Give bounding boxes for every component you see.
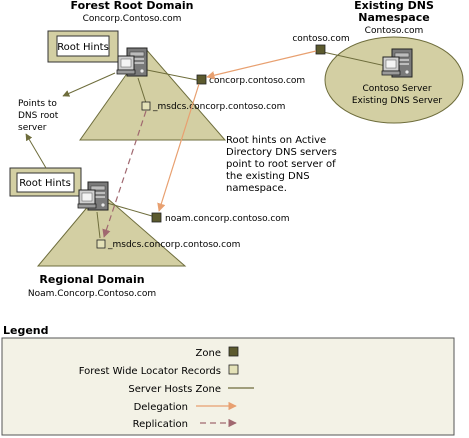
forest-root-hints-label: Root Hints [57, 42, 109, 53]
legend-replication-label: Replication [133, 419, 188, 430]
points-to-line2: DNS root [18, 111, 59, 121]
regional-points-to-arrow [25, 133, 47, 169]
legend-title: Legend [3, 324, 49, 337]
legend-zone-symbol [228, 346, 239, 357]
regional-dns-server-icon [77, 181, 109, 211]
legend-server-hosts-label: Server Hosts Zone [128, 384, 221, 395]
legend-zone-label: Zone [196, 348, 221, 359]
regional-msdcs-square [96, 239, 106, 249]
forest-server-to-zone-line [146, 69, 198, 81]
existing-dns-title-line1: Existing DNS [354, 0, 434, 12]
delegation-contoso-to-concorp [206, 50, 317, 80]
regional-server-to-msdcs-line [96, 211, 101, 239]
forest-root-title: Forest Root Domain [71, 0, 194, 12]
note-line3: point to root server of [226, 159, 336, 170]
note-line2: Directory DNS servers [226, 147, 337, 158]
legend-delegation-label: Delegation [134, 402, 188, 413]
note-line4: the existing DNS [226, 171, 310, 182]
points-to-line3: server [18, 123, 47, 133]
legend-box [1, 337, 455, 436]
forest-zone-square [196, 74, 207, 85]
forest-dns-server-icon [116, 47, 148, 77]
regional-title: Regional Domain [39, 273, 144, 286]
forest-points-to-arrow [62, 72, 116, 97]
forest-root-hints-box: Root Hints [47, 30, 119, 63]
regional-root-hints-label: Root Hints [19, 178, 71, 189]
existing-dns-ellipse [324, 36, 464, 124]
points-to-line1: Points to [18, 99, 57, 109]
contoso-server-to-zone-line [322, 51, 387, 67]
regional-zone-label: noam.concorp.contoso.com [165, 214, 290, 224]
replication-msdcs-arrow [102, 110, 147, 238]
forest-zone-label: concorp.contoso.com [209, 76, 305, 86]
note-line5: namespace. [226, 183, 287, 194]
legend-locator-label: Forest Wide Locator Records [79, 366, 221, 377]
legend-locator-symbol [228, 364, 239, 375]
contoso-zone-label: contoso.com [292, 34, 349, 44]
contoso-server-label-line2: Existing DNS Server [352, 96, 443, 106]
note-line1: Root hints on Active [226, 135, 326, 146]
forest-root-subtitle: Concorp.Contoso.com [83, 14, 182, 24]
regional-server-to-zone-line [106, 202, 153, 217]
forest-msdcs-square [141, 101, 151, 111]
regional-msdcs-label: _msdcs.concorp.contoso.com [107, 240, 240, 250]
contoso-server-label-line1: Contoso Server [362, 84, 431, 94]
delegation-concorp-to-noam [157, 83, 200, 212]
forest-msdcs-label: _msdcs.concorp.contoso.com [152, 102, 285, 112]
regional-subtitle: Noam.Concorp.Contoso.com [28, 289, 156, 299]
regional-root-hints-box: Root Hints [9, 167, 82, 197]
existing-dns-subtitle: Contoso.com [365, 26, 424, 36]
regional-zone-square [151, 212, 162, 223]
forest-server-to-msdcs-line [137, 77, 147, 104]
contoso-zone-square [315, 44, 326, 55]
regional-domain-triangle [36, 191, 187, 267]
existing-dns-title-line2: Namespace [358, 11, 429, 24]
